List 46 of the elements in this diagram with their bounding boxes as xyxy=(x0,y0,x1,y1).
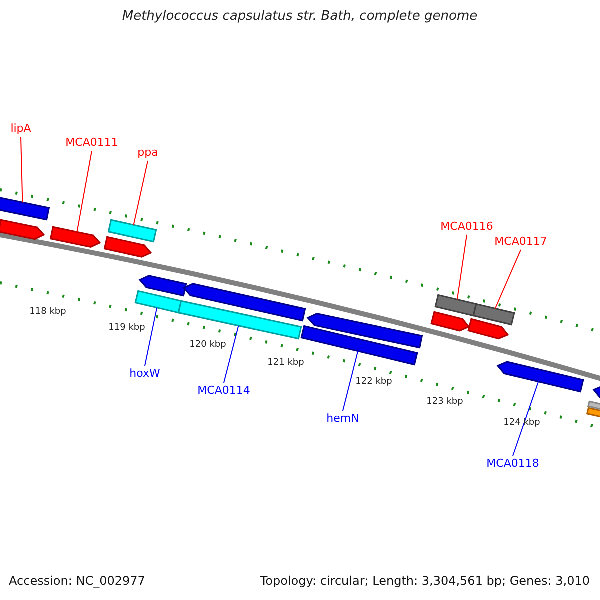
gene-block xyxy=(586,407,600,420)
position-label: 119 kbp xyxy=(108,322,146,335)
gene-block xyxy=(0,219,46,240)
gene-label: ppa xyxy=(138,146,158,160)
gene-label: MCA0116 xyxy=(440,220,494,234)
position-label: 121 kbp xyxy=(268,357,304,370)
gene-block xyxy=(592,385,600,401)
leader-line xyxy=(224,325,240,384)
leader-line xyxy=(20,136,24,204)
gene-block xyxy=(306,313,424,349)
gene-block xyxy=(108,219,158,243)
gene-block xyxy=(178,300,302,340)
position-label: 124 kbp xyxy=(504,417,540,430)
gene-label: lipA xyxy=(10,122,32,136)
gene-label: MCA0111 xyxy=(66,136,118,150)
gene-label: hemN xyxy=(326,412,360,426)
position-label: 118 kbp xyxy=(30,306,66,319)
gene-block xyxy=(472,303,516,326)
gene-block xyxy=(50,226,102,248)
gene-block xyxy=(587,400,600,412)
position-label: 120 kbp xyxy=(190,339,226,352)
gene-label: MCA0114 xyxy=(198,384,250,398)
leader-line xyxy=(76,150,92,233)
gene-block xyxy=(496,361,584,393)
gene-block xyxy=(430,311,470,332)
gene-label: MCA0117 xyxy=(494,235,548,249)
gene-block xyxy=(434,294,478,317)
gene-block xyxy=(134,290,182,314)
leader-line xyxy=(456,234,468,300)
title: Methylococcus capsulatus str. Bath, complete genome xyxy=(121,10,479,24)
footer-text: Accession: NC_002977 xyxy=(9,574,146,588)
leader-line xyxy=(342,350,359,412)
gene-label: hoxW xyxy=(130,367,160,381)
gene-label: MCA0118 xyxy=(486,457,540,471)
footer-text: Topology: circular; Length: 3,304,561 bp; Genes: 3,010 xyxy=(260,574,590,588)
leader-line xyxy=(512,381,540,456)
gene-block xyxy=(104,236,152,258)
gene-block xyxy=(138,275,188,297)
position-label: 123 kbp xyxy=(426,396,464,409)
gene-block xyxy=(182,283,306,322)
leader-line xyxy=(133,160,148,226)
gene-block xyxy=(468,318,510,340)
leader-line xyxy=(494,250,522,310)
leader-line xyxy=(144,307,158,366)
gene-block xyxy=(0,196,50,221)
position-label: 122 kbp xyxy=(356,376,392,389)
